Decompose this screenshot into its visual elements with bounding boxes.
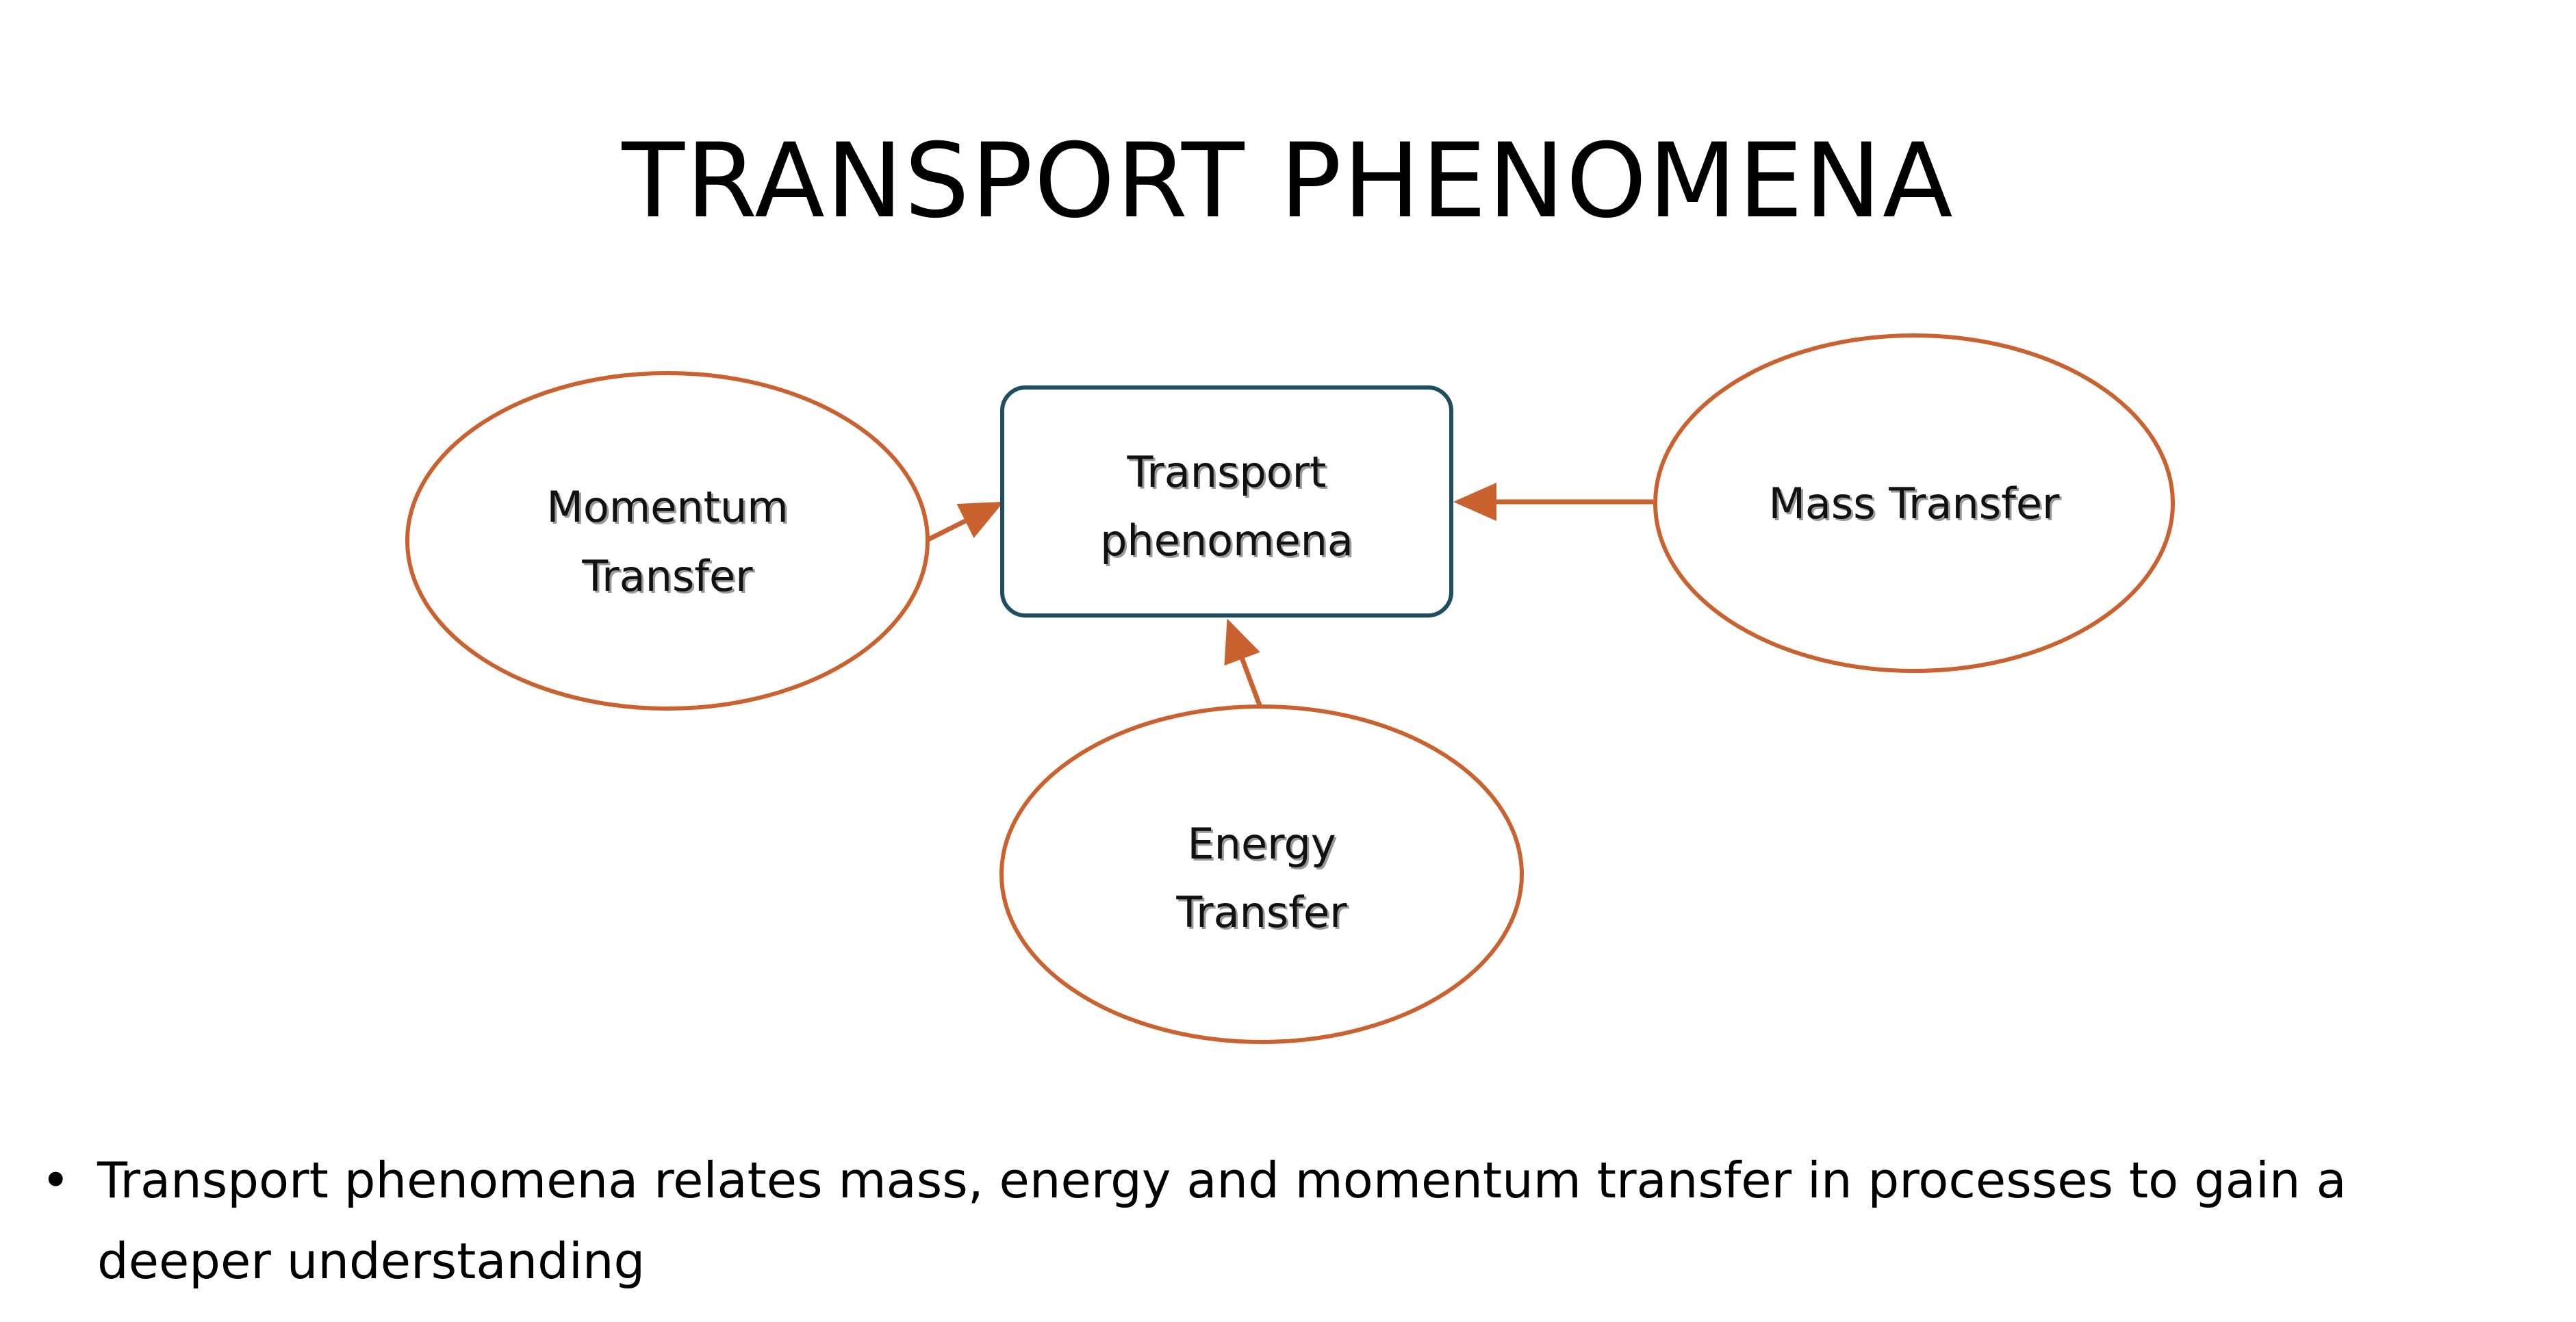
- svg-text:Transfer: Transfer: [1177, 889, 1349, 939]
- energy-ellipse: [999, 704, 1524, 1044]
- momentum-to-center-arrow: [924, 501, 1004, 544]
- momentum-label-line-1: Momentum: [546, 482, 788, 532]
- energy-to-center-arrow: [1224, 618, 1262, 707]
- node-mass-transfer: Mass Transfer Mass Transfer: [1653, 333, 2175, 673]
- bullet-item: • Transport phenomena relates mass, ener…: [41, 1140, 2478, 1301]
- center-label-line-2: phenomena: [1100, 516, 1353, 565]
- mass-ellipse: [1653, 333, 2175, 673]
- energy-label-line-1: Energy: [1187, 819, 1336, 869]
- center-box: [1000, 385, 1453, 618]
- svg-text:Mass Transfer: Mass Transfer: [1770, 481, 2062, 531]
- svg-text:Energy: Energy: [1189, 821, 1338, 871]
- svg-text:Transport: Transport: [1129, 449, 1329, 499]
- svg-text:Transfer: Transfer: [583, 553, 755, 603]
- svg-text:Momentum: Momentum: [548, 484, 790, 534]
- slide-title: TRANSPORT PHENOMENA: [622, 122, 1954, 241]
- center-label-line-1: Transport: [1127, 447, 1327, 497]
- momentum-ellipse: [405, 371, 930, 711]
- energy-label-line-2: Transfer: [1175, 887, 1347, 937]
- node-energy-transfer: Energy Transfer Energy Transfer: [999, 704, 1524, 1044]
- bullet-text: Transport phenomena relates mass, energy…: [97, 1152, 2347, 1290]
- svg-text:phenomena: phenomena: [1102, 518, 1355, 568]
- bullet-marker: •: [41, 1152, 71, 1209]
- node-transport-phenomena: Transport phenomena Transport phenomena: [1000, 385, 1453, 618]
- momentum-label-line-2: Transfer: [581, 551, 753, 601]
- node-momentum-transfer: Momentum Transfer Momentum Transfer: [405, 371, 930, 711]
- mass-label: Mass Transfer: [1768, 479, 2060, 529]
